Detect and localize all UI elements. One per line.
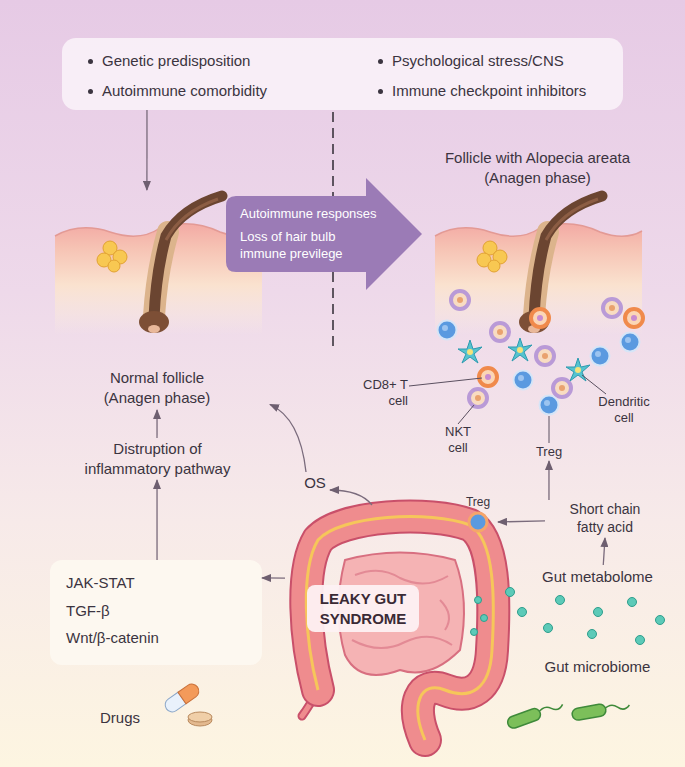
node-text: Autoimmune comorbidity [102,81,352,101]
immune-cell [553,379,571,397]
immune-cell [625,309,643,327]
node-text: Normal follicle (Anagen phase) [87,368,227,407]
leader-line [549,416,550,443]
colon [306,517,493,740]
bullet-dot [378,89,383,94]
cell-label-node: Treg [534,443,564,461]
arrow-connector [498,521,545,522]
node-text: Short chain fatty acid [557,500,653,536]
gut-node: LEAKY GUT SYNDROME [285,505,525,740]
node-text: Treg [534,444,564,461]
node-text: Gut microbiome [535,657,660,677]
immune-cell [514,371,533,390]
immune-cell [479,368,497,386]
immune-cell [603,299,621,317]
leader-line [582,375,606,394]
arrow-connector [270,405,306,473]
bullet-dot [88,59,93,64]
metabolite-dot [475,597,482,604]
gut-drawing [302,513,493,740]
immune-cell [438,321,457,340]
metabolite-dot [656,616,665,625]
metabolite-dot [506,588,515,597]
immune-cell [536,347,554,365]
node-text: Wnt/β-catenin [66,628,246,648]
dendritic-cell-drawing [566,358,590,381]
dendritic-cell-drawing [508,338,532,361]
bacterium [506,699,565,730]
node-text: Autoimmune responses [240,206,390,223]
metabolite-dot [556,596,565,605]
metabolite-dot [518,608,527,617]
metabolite-dot [588,630,597,639]
leader-lines [409,375,606,443]
process-text: Distruption of inflammatory pathway [75,438,240,480]
process-text: Drugs [100,706,160,728]
node-text: Genetic predisposition [102,51,352,71]
leader-line [409,378,482,386]
process-text: OS [300,472,330,492]
follicle-node: Follicle with Alopecia areata (Anagen ph… [425,142,650,342]
node-text: OS [300,473,330,493]
metabolite-dot [636,636,645,645]
node-text: Distruption of inflammatory pathway [75,439,240,478]
node-text: LEAKY GUT SYNDROME [307,585,419,632]
node-text: Loss of hair bulb immune previlege [240,229,380,263]
immune-cell [469,389,487,407]
capsule [162,681,201,714]
arrow-outline [226,178,422,290]
arrow-connector [330,490,372,505]
bacteria [506,699,630,730]
metabolite-dot [594,608,603,617]
arrow-connector [262,577,285,578]
factor-box: Genetic predispositionAutoimmune comorbi… [62,38,623,110]
leader-line [458,405,474,424]
colon-lining [306,517,493,740]
dendritic-cell-drawing [458,340,482,363]
process-text: Gut microbiome [535,655,660,677]
metabolite-dots [471,588,665,645]
metabolite-dot [628,598,637,607]
node-text: Psychological stress/CNS [392,51,617,71]
arrow-connector [146,110,147,190]
arrow-connector [156,410,157,438]
colon-outline [306,517,493,740]
node-text: JAK-STAT [66,573,246,593]
immune-cell [621,333,640,352]
metabolite-dot [471,629,478,636]
cell-label-node: Treg [458,495,498,531]
cell-label: CD8+ T cell [350,377,408,410]
immune-cell [491,323,509,341]
process-arrow: Autoimmune responsesLoss of hair bulb im… [226,178,422,290]
immune-cell [451,291,469,309]
pills [162,681,212,726]
bullet-dot [378,59,383,64]
cell-label: Dendritic cell [592,394,656,427]
node-text: Immune checkpoint inhibitors [392,81,617,101]
node-text: Drugs [100,708,160,728]
immune-cell [591,347,610,366]
bullet-dot [88,89,93,94]
node-text: TGF-β [66,601,246,621]
tablet [188,712,212,722]
immune-cell [531,309,549,327]
cell-label: NKT cell [440,424,476,457]
node-text: Treg [458,495,498,511]
process-text: Gut metabolome [540,565,655,587]
node-text: Gut metabolome [540,567,655,587]
arrow-connector [603,538,605,565]
process-text: Short chain fatty acid [545,500,665,538]
arrow-connector [548,461,549,500]
treg-cell [469,513,487,531]
metabolite-dot [481,615,488,622]
pathway-box: JAK-STAT TGF-βWnt/β-catenin [50,560,262,665]
metabolite-dot [544,624,553,633]
immune-cell [540,396,559,415]
alopecia-follicle-drawing [435,196,642,335]
node-text: Follicle with Alopecia areata (Anagen ph… [430,148,645,187]
arrow-connector [156,480,157,560]
bacterium [571,699,630,721]
